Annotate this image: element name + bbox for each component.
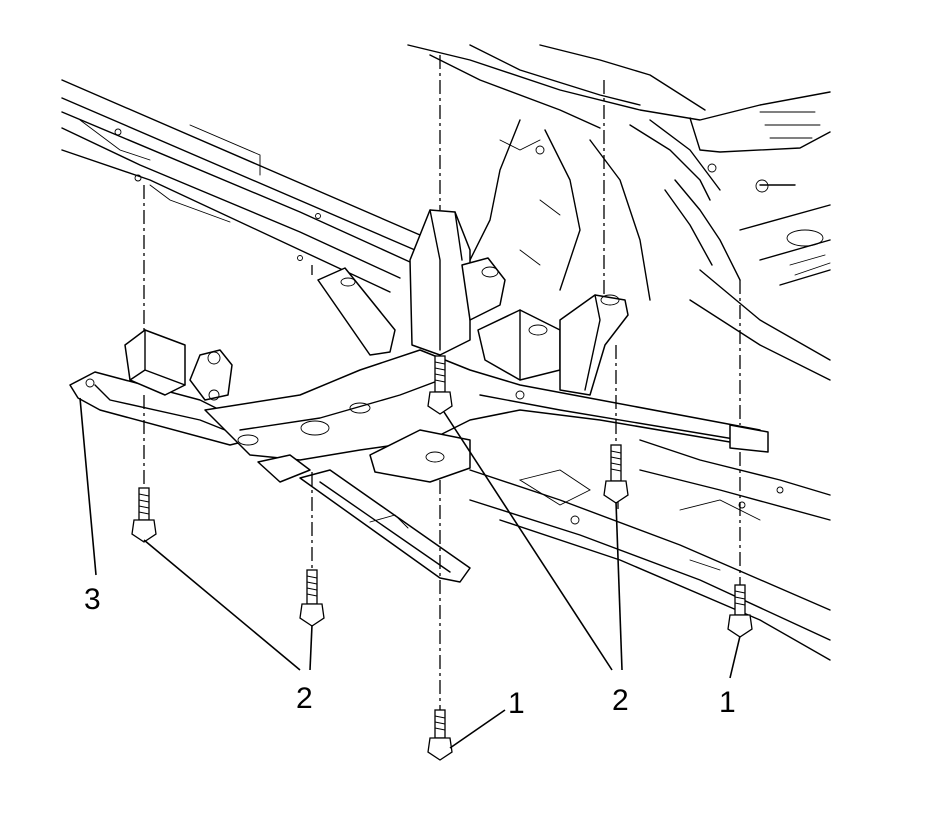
bolt-2-center-upper [427, 355, 453, 415]
leader-lines [79, 397, 741, 749]
bolt-2-left-b [299, 569, 325, 627]
callout-1-right: 1 [719, 686, 736, 719]
upper-body-structure [407, 44, 831, 381]
cradle-frame [69, 209, 769, 583]
bolt-1-right [727, 584, 753, 638]
bolt-2-right [603, 444, 629, 504]
callout-3: 3 [84, 583, 101, 616]
bolt-2-left-a [131, 487, 157, 543]
bolt-1-center [427, 709, 453, 761]
floor-structure [469, 439, 831, 661]
callout-2-right: 2 [612, 684, 629, 717]
left-frame-rail [61, 79, 421, 293]
callout-2-left: 2 [296, 682, 313, 715]
callout-1-center: 1 [508, 687, 525, 720]
